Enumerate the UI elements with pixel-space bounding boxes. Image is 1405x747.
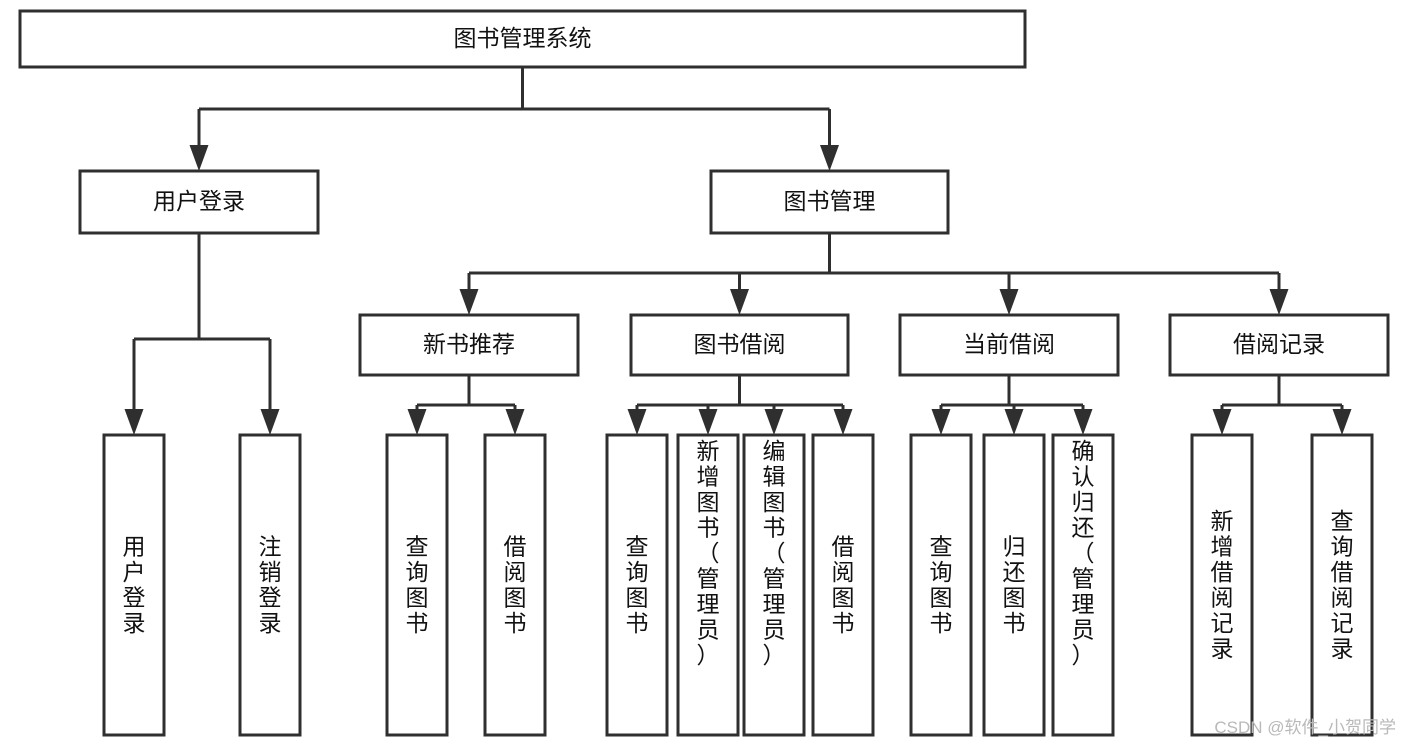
arrow-head-leaf-query-book-recommend: [407, 409, 427, 435]
node-leaf-query-book-borrow[interactable]: 查询图书: [605, 433, 669, 737]
arrow-head-leaf-confirm-return-admin: [1073, 409, 1093, 435]
node-box-leaf-user-login[interactable]: [102, 433, 166, 737]
node-leaf-confirm-return-admin[interactable]: 确认归还（管理员）: [1051, 433, 1115, 737]
node-leaf-query-book-current[interactable]: 查询图书: [909, 433, 973, 737]
node-leaf-borrow-book[interactable]: 借阅图书: [811, 433, 875, 737]
node-root[interactable]: 图书管理系统: [18, 9, 1027, 69]
node-label-leaf-return-book: 归还图书: [1003, 533, 1026, 636]
arrow-head-leaf-borrow-book-recommend: [505, 409, 525, 435]
arrow-head-leaf-return-book: [1004, 409, 1024, 435]
node-label-leaf-query-book-recommend: 查询图书: [406, 533, 429, 636]
arrow-head-book-management: [820, 145, 839, 171]
node-box-book-management[interactable]: [709, 169, 950, 235]
node-box-leaf-borrow-book-recommend[interactable]: [483, 433, 547, 737]
node-box-leaf-query-book-recommend[interactable]: [385, 433, 449, 737]
node-label-current-borrow: 当前借阅: [963, 331, 1055, 357]
node-label-book-management: 图书管理: [784, 188, 876, 214]
node-box-leaf-add-book-admin[interactable]: [676, 433, 740, 737]
arrow-head-leaf-add-book-admin: [698, 409, 718, 435]
node-user-login[interactable]: 用户登录: [78, 169, 320, 235]
arrow-head-leaf-user-login: [124, 409, 144, 435]
arrow-head-leaf-query-borrow-record: [1332, 409, 1352, 435]
node-box-leaf-edit-book-admin[interactable]: [742, 433, 806, 737]
node-box-leaf-add-borrow-record[interactable]: [1190, 433, 1254, 737]
arrow-head-borrow-record: [1269, 289, 1289, 315]
node-label-leaf-edit-book-admin: 编辑图书（管理员）: [763, 438, 786, 668]
arrow-head-new-book-recommend: [459, 289, 479, 315]
node-leaf-query-borrow-record[interactable]: 查询借阅记录: [1310, 433, 1374, 737]
node-leaf-logout[interactable]: 注销登录: [238, 433, 302, 737]
node-label-leaf-query-book-borrow: 查询图书: [626, 533, 649, 636]
node-label-new-book-recommend: 新书推荐: [423, 331, 515, 357]
node-leaf-return-book[interactable]: 归还图书: [982, 433, 1046, 737]
node-label-leaf-borrow-book: 借阅图书: [832, 533, 855, 636]
node-current-borrow[interactable]: 当前借阅: [898, 313, 1120, 377]
node-label-leaf-confirm-return-admin: 确认归还（管理员）: [1072, 438, 1095, 668]
node-box-user-login[interactable]: [78, 169, 320, 235]
arrow-head-leaf-borrow-book: [833, 409, 853, 435]
node-box-leaf-query-book-current[interactable]: [909, 433, 973, 737]
connector-layer: [124, 67, 1352, 435]
arrow-head-leaf-logout: [260, 409, 280, 435]
node-leaf-borrow-book-recommend[interactable]: 借阅图书: [483, 433, 547, 737]
arrow-head-leaf-add-borrow-record: [1212, 409, 1232, 435]
node-label-leaf-logout: 注销登录: [259, 533, 282, 636]
node-label-leaf-add-book-admin: 新增图书（管理员）: [697, 438, 720, 668]
arrow-head-leaf-query-book-borrow: [627, 409, 647, 435]
node-leaf-add-book-admin[interactable]: 新增图书（管理员）: [676, 433, 740, 737]
node-label-leaf-query-book-current: 查询图书: [930, 533, 953, 636]
node-label-leaf-query-borrow-record: 查询借阅记录: [1331, 508, 1354, 662]
arrow-head-user-login: [189, 145, 209, 171]
arrow-head-book-borrow: [730, 289, 749, 315]
node-leaf-edit-book-admin[interactable]: 编辑图书（管理员）: [742, 433, 806, 737]
node-label-leaf-borrow-book-recommend: 借阅图书: [504, 533, 527, 636]
node-label-leaf-user-login: 用户登录: [123, 533, 146, 636]
csdn-watermark: CSDN @软件_小贺同学: [1214, 718, 1396, 737]
arrow-head-current-borrow: [999, 289, 1019, 315]
node-layer: 图书管理系统用户登录图书管理新书推荐图书借阅当前借阅借阅记录用户登录注销登录查询…: [18, 9, 1390, 737]
node-box-leaf-logout[interactable]: [238, 433, 302, 737]
node-book-management[interactable]: 图书管理: [709, 169, 950, 235]
node-book-borrow[interactable]: 图书借阅: [629, 313, 850, 377]
node-borrow-record[interactable]: 借阅记录: [1168, 313, 1390, 377]
node-label-book-borrow: 图书借阅: [694, 331, 786, 357]
node-box-root[interactable]: [18, 9, 1027, 69]
node-label-leaf-add-borrow-record: 新增借阅记录: [1211, 508, 1234, 662]
node-label-user-login: 用户登录: [153, 188, 245, 214]
node-label-root: 图书管理系统: [454, 25, 592, 51]
node-box-leaf-query-borrow-record[interactable]: [1310, 433, 1374, 737]
node-box-leaf-confirm-return-admin[interactable]: [1051, 433, 1115, 737]
node-box-leaf-borrow-book[interactable]: [811, 433, 875, 737]
node-box-book-borrow[interactable]: [629, 313, 850, 377]
node-leaf-user-login[interactable]: 用户登录: [102, 433, 166, 737]
arrow-head-leaf-query-book-current: [931, 409, 951, 435]
node-box-leaf-query-book-borrow[interactable]: [605, 433, 669, 737]
node-new-book-recommend[interactable]: 新书推荐: [358, 313, 580, 377]
node-leaf-add-borrow-record[interactable]: 新增借阅记录: [1190, 433, 1254, 737]
node-label-borrow-record: 借阅记录: [1233, 331, 1325, 357]
node-box-borrow-record[interactable]: [1168, 313, 1390, 377]
node-box-new-book-recommend[interactable]: [358, 313, 580, 377]
arrow-head-leaf-edit-book-admin: [764, 409, 784, 435]
node-leaf-query-book-recommend[interactable]: 查询图书: [385, 433, 449, 737]
node-box-current-borrow[interactable]: [898, 313, 1120, 377]
node-box-leaf-return-book[interactable]: [982, 433, 1046, 737]
